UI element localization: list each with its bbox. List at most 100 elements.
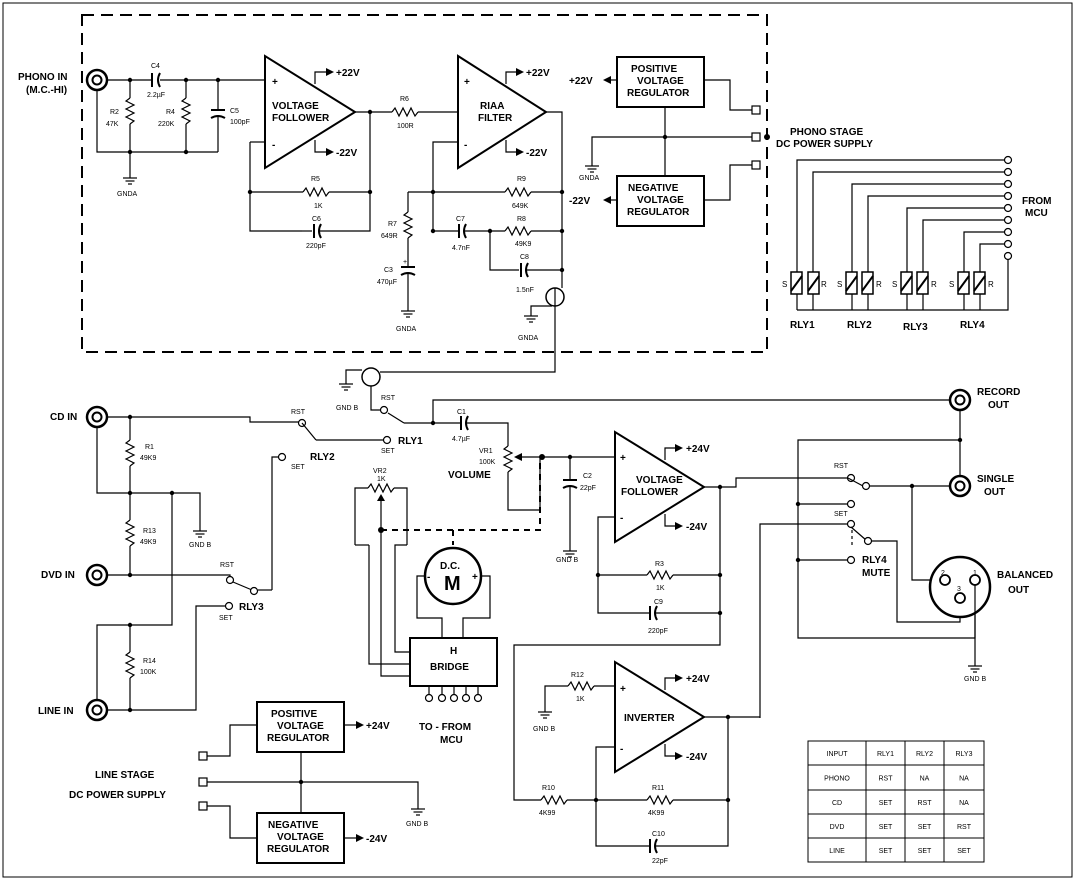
line-in-jack (85, 698, 109, 722)
r13-value: 49K9 (140, 539, 156, 546)
svg-text:R: R (931, 280, 937, 289)
phono-vf-label: VOLTAGE (272, 101, 319, 112)
r10-value: 4K99 (539, 810, 555, 817)
svg-text:S: S (892, 280, 897, 289)
record-out-jack (948, 388, 972, 412)
c7-label: C7 (456, 216, 465, 223)
rly4-label: RLY4 (862, 555, 887, 566)
rly3-label: RLY3 (239, 602, 264, 613)
rly2-label: RLY2 (310, 452, 335, 463)
gnda-label-3: GNDA (518, 335, 539, 342)
from-mcu-label: FROM (1022, 196, 1051, 207)
riaa-neg-rail: -22V (526, 148, 547, 159)
gnda-label-1: GNDA (117, 191, 138, 198)
r10-label: R10 (542, 785, 555, 792)
line-psu-label: LINE STAGE (95, 770, 155, 781)
to-from-mcu-label-2: MCU (440, 735, 463, 746)
phono-stage: PHONO IN (M.C.-HI) GNDA C4 2.2µF R2 47K … (18, 14, 873, 373)
svg-text:R: R (876, 280, 882, 289)
relay-coils: FROM MCU (782, 155, 1051, 333)
r3-value: 1K (656, 585, 665, 592)
svg-text:S: S (949, 280, 954, 289)
dvd-in-label: DVD IN (41, 570, 75, 581)
svg-text:-: - (464, 140, 467, 151)
motor-m-label: M (444, 573, 461, 595)
line-stage: GND B RST CD IN RST SET RLY2 SET RLY1 C1… (38, 367, 1053, 865)
gndb-label-psu: GND B (406, 821, 429, 828)
c1-value: 4.7µF (452, 436, 470, 443)
c3-label: C3 (384, 267, 393, 274)
single-out-jack (948, 474, 972, 498)
c5-value: 100pF (230, 119, 250, 126)
table-header-cell: INPUT (827, 751, 849, 758)
table-cell: SET (918, 848, 932, 855)
phono-pos-reg-l1: POSITIVE (631, 64, 677, 75)
h-bridge (409, 637, 498, 687)
c6-value: 220pF (306, 243, 326, 250)
table-cell: RST (879, 776, 894, 783)
phono-neg-reg-l2: VOLTAGE (637, 195, 684, 206)
r11-label: R11 (652, 785, 664, 792)
line-neg-reg-l3: REGULATOR (267, 844, 330, 855)
single-out-label-2: OUT (984, 487, 1005, 498)
r9-value: 649K (512, 203, 529, 210)
svg-text:-: - (620, 513, 623, 524)
gndb-label-inv: GND B (533, 726, 556, 733)
table-cell: SET (879, 800, 893, 807)
coil-rly3-label: RLY3 (903, 322, 928, 333)
phono-psu-label-2: DC POWER SUPPLY (776, 139, 873, 150)
svg-text:+: + (472, 572, 478, 583)
r9-label: R9 (517, 176, 526, 183)
c4-label: C4 (151, 63, 160, 70)
table-cell: SET (879, 848, 893, 855)
table-cell: SET (918, 824, 932, 831)
gndb-label-2: GND B (556, 557, 579, 564)
r11-value: 4K99 (648, 810, 664, 817)
phono-in-jack (85, 68, 109, 92)
vr2-label: VR2 (373, 468, 387, 475)
rly2-rst-label: RST (291, 409, 306, 416)
phono-pos-reg-l2: VOLTAGE (637, 76, 684, 87)
r14-value: 100K (140, 669, 157, 676)
line-psu-label-2: DC POWER SUPPLY (69, 790, 166, 801)
cd-in-jack (85, 405, 109, 429)
phono-in-label: PHONO IN (18, 72, 67, 83)
c4-value: 2.2µF (147, 92, 165, 99)
vr1-label: VR1 (479, 448, 493, 455)
table-cell: PHONO (824, 776, 850, 783)
gndb-label-xlr: GND B (964, 676, 987, 683)
lvf-pos-rail: +24V (686, 444, 710, 455)
c9-value: 220pF (648, 628, 668, 635)
c3-value: 470µF (377, 279, 397, 286)
record-out-label-2: OUT (988, 400, 1009, 411)
gndb-label-1: GND B (336, 405, 359, 412)
line-vf-label-2: FOLLOWER (621, 487, 679, 498)
riaa-label: RIAA (480, 101, 504, 112)
h-bridge-label: H (450, 646, 457, 657)
svg-text:R: R (988, 280, 994, 289)
to-from-mcu-label: TO - FROM (419, 722, 471, 733)
volume-label: VOLUME (448, 470, 491, 481)
line-pos-reg-l1: POSITIVE (271, 709, 317, 720)
table-cell: NA (959, 776, 969, 783)
mute-label: MUTE (862, 568, 891, 579)
rly1-label: RLY1 (398, 436, 423, 447)
vr2-value: 1K (377, 476, 386, 483)
r7-label: R7 (388, 221, 397, 228)
r5-value: 1K (314, 203, 323, 210)
r2-label: R2 (110, 109, 119, 116)
line-pos-reg-l2: VOLTAGE (277, 721, 324, 732)
r1-label: R1 (145, 444, 154, 451)
cd-in-label: CD IN (50, 412, 77, 423)
line-in-label: LINE IN (38, 706, 74, 717)
rly3-rst-label: RST (220, 562, 235, 569)
r5-label: R5 (311, 176, 320, 183)
motor-label: D.C. (440, 561, 460, 572)
phono-neg-reg-l1: NEGATIVE (628, 183, 679, 194)
line-neg-reg-l2: VOLTAGE (277, 832, 324, 843)
inverter-label: INVERTER (624, 713, 675, 724)
c1-label: C1 (457, 409, 466, 416)
coil-rly1-label: RLY1 (790, 320, 815, 331)
c8-value: 1.5nF (516, 287, 534, 294)
